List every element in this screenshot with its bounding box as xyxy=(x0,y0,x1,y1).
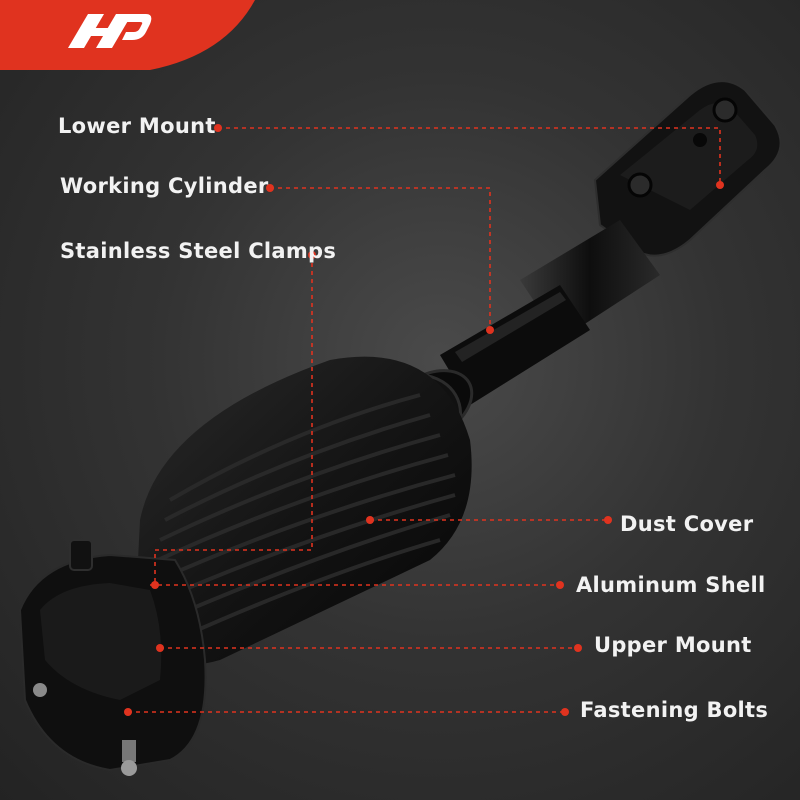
leader-lower-mount xyxy=(218,127,721,185)
aluminum-shell xyxy=(18,539,207,772)
callout-stainless-steel-clamps: Stainless Steel Clamps xyxy=(60,239,337,263)
callout-working-cylinder: Working Cylinder xyxy=(60,174,269,198)
callout-lower-mount: Lower Mount xyxy=(58,114,216,138)
callout-dots xyxy=(124,124,724,716)
working-cylinder xyxy=(440,220,660,405)
callout-fastening-bolts: Fastening Bolts xyxy=(580,698,769,722)
dust-cover-bellows xyxy=(135,356,472,665)
leader-stainless-steel-clamps xyxy=(154,255,313,585)
lower-mount-bracket xyxy=(593,80,782,257)
callout-upper-mount: Upper Mount xyxy=(594,633,752,657)
callout-aluminum-shell: Aluminum Shell xyxy=(576,573,766,597)
fastening-bolt xyxy=(121,740,137,776)
callout-dust-cover: Dust Cover xyxy=(620,512,754,536)
leader-working-cylinder xyxy=(270,187,491,330)
brand-logo xyxy=(0,0,255,70)
callout-leaders xyxy=(128,127,721,713)
